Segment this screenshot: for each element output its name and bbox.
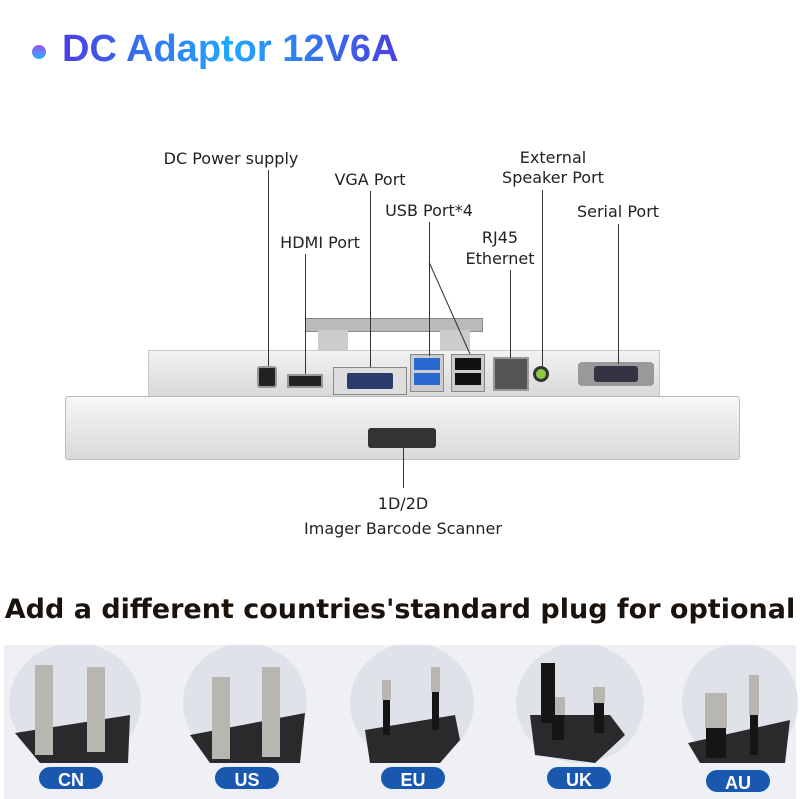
label-serial: Serial Port xyxy=(576,202,660,221)
audio-jack xyxy=(533,366,549,382)
label-hdmi: HDMI Port xyxy=(280,233,360,252)
plug-label-au: AU xyxy=(704,768,772,794)
pointer-line xyxy=(370,191,371,367)
label-dc-power: DC Power supply xyxy=(163,149,299,168)
pointer-line xyxy=(429,222,430,356)
plug-label-uk: UK xyxy=(545,765,613,791)
plug-label-eu: EU xyxy=(379,765,447,791)
label-rj45: RJ45 xyxy=(481,228,519,247)
hdmi-port xyxy=(287,374,323,388)
page-title: DC Adaptor 12V6A xyxy=(62,28,399,70)
pointer-line xyxy=(403,448,404,488)
plug-label-us: US xyxy=(213,765,281,791)
pointer-line xyxy=(618,224,619,364)
bullet-icon xyxy=(32,45,46,59)
pointer-line xyxy=(268,170,269,366)
label-external: External xyxy=(519,148,587,167)
label-scanner-type: 1D/2D xyxy=(377,494,429,513)
device-front-bezel xyxy=(65,396,740,460)
rj45-port xyxy=(493,357,529,391)
bracket-foot xyxy=(440,330,470,350)
vga-port xyxy=(333,367,407,395)
plug-heading: Add a different countries'standard plug … xyxy=(4,594,796,625)
dc-jack xyxy=(257,366,277,388)
pointer-line xyxy=(542,190,543,366)
plug-label-cn: CN xyxy=(37,765,105,791)
bracket-foot xyxy=(318,330,348,350)
usb-ports xyxy=(410,354,444,392)
serial-port xyxy=(578,362,654,386)
usb-ports xyxy=(451,354,485,392)
pointer-line xyxy=(305,254,306,374)
label-scanner: Imager Barcode Scanner xyxy=(304,519,502,538)
label-ethernet: Ethernet xyxy=(465,249,535,268)
label-usb: USB Port*4 xyxy=(385,201,473,220)
label-vga: VGA Port xyxy=(334,170,406,189)
pointer-line xyxy=(510,270,511,358)
pointer-diagonal xyxy=(428,261,471,355)
plug-images xyxy=(9,645,798,763)
label-speaker-port: Speaker Port xyxy=(502,168,604,187)
barcode-scanner xyxy=(368,428,436,448)
